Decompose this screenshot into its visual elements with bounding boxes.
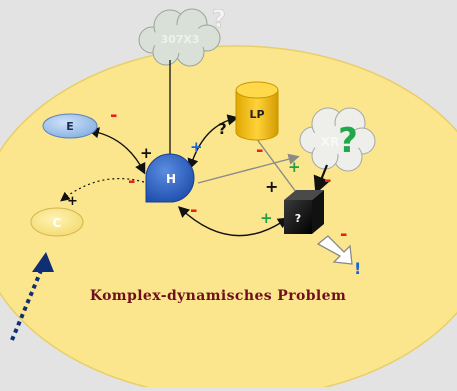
sign-lp-plus: + (288, 158, 301, 176)
sign-h-plus-right: + (190, 138, 203, 156)
xr-cloud-label: XR (321, 135, 340, 149)
sign-c-plus: + (67, 194, 78, 209)
top-cloud: 307X3 ? (138, 5, 226, 67)
xr-cloud: XR ? (299, 107, 376, 172)
h-xr-gray-arrow (197, 153, 300, 184)
node-h: H (145, 153, 195, 203)
node-h-label: H (166, 172, 176, 186)
sign-box-minus: - (190, 200, 197, 221)
sign-box-plus-left: + (260, 209, 273, 227)
node-e: E (42, 113, 98, 139)
xr-cloud-question-mark: ? (338, 121, 358, 161)
sign-lp-question: ? (218, 120, 227, 138)
top-cloud-label: 307X3 (160, 33, 199, 46)
output-arrow (316, 235, 353, 265)
box-h-arrow (177, 206, 290, 237)
node-c: C (30, 207, 84, 237)
lp-cylinder: LP (235, 81, 279, 141)
xr-box-arrow (313, 164, 331, 195)
incoming-dotted-arrow (10, 267, 44, 341)
diagram-caption: Komplex-dynamisches Problem (90, 288, 346, 304)
sign-h-minus-left: - (128, 171, 135, 192)
sign-xr-minus: - (324, 170, 331, 191)
black-box: ? (284, 190, 324, 234)
top-cloud-question-mark: ? (212, 5, 226, 33)
lp-label: LP (249, 108, 264, 121)
incoming-dotted-arrowhead (32, 252, 54, 272)
sign-lp-minus: - (256, 140, 263, 161)
sign-box-plus-top: + (265, 177, 278, 196)
e-h-arrow (87, 127, 146, 175)
sign-e-minus: - (110, 105, 117, 126)
black-box-label: ? (295, 212, 301, 225)
sign-h-plus-left: + (140, 144, 153, 162)
lp-box-gray-line (255, 137, 297, 193)
node-e-label: E (66, 120, 74, 133)
sign-box-minus-lower: - (340, 224, 347, 245)
sign-exclamation: ! (354, 259, 361, 278)
node-c-label: C (53, 216, 62, 230)
h-lp-arrow (187, 114, 239, 170)
